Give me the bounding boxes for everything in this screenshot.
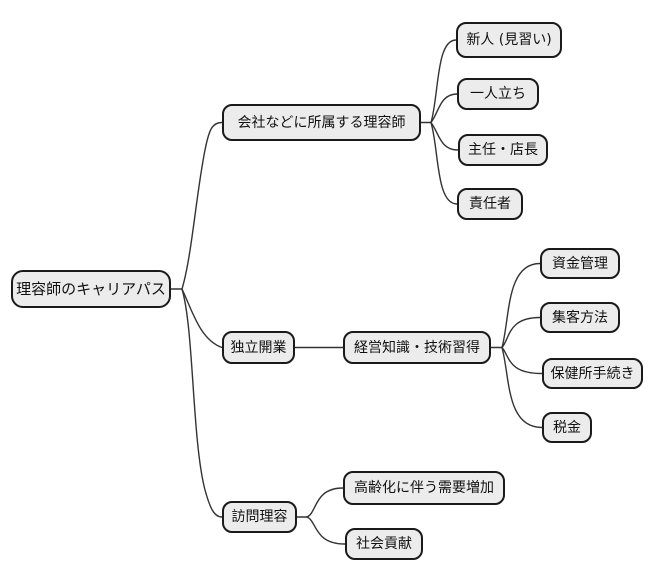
- node-management-knowledge-skills: 経営知識・技術習得: [343, 331, 491, 364]
- node-customer-attraction: 集客方法: [540, 302, 620, 333]
- node-person-in-charge: 責任者: [457, 188, 523, 220]
- edge-root-to-branch3: [181, 288, 223, 518]
- edge-branch3-to-social: [306, 516, 346, 545]
- node-social-contribution: 社会貢献: [345, 528, 423, 560]
- node-newcomer-apprentice: 新人 (見習い): [456, 22, 562, 58]
- node-chief-store-manager: 主任・店長: [458, 134, 548, 166]
- edge-management-to-healthoffice: [501, 346, 543, 375]
- node-visiting-barber: 訪問理容: [222, 501, 297, 533]
- node-health-office-procedures: 保健所手続き: [542, 358, 643, 389]
- edge-branch1-to-chief: [430, 121, 459, 151]
- edge-branch1-to-newcomer: [430, 39, 457, 124]
- edge-branch3-to-aging: [306, 487, 344, 518]
- node-tax: 税金: [542, 412, 592, 443]
- edge-root-to-branch1: [181, 121, 223, 290]
- edge-management-to-funds: [501, 262, 541, 349]
- node-independent-opening: 独立開業: [222, 331, 295, 364]
- node-aging-demand-increase: 高齢化に伴う需要増加: [343, 471, 505, 505]
- edge-management-to-customers: [501, 316, 541, 349]
- edge-root-to-branch2: [181, 288, 223, 349]
- node-salon-employed-barber: 会社などに所属する理容師: [222, 104, 421, 141]
- edge-management-to-tax: [501, 346, 543, 429]
- node-fund-management: 資金管理: [540, 248, 620, 279]
- edge-branch1-to-responsible: [430, 121, 458, 205]
- node-root-career-path: 理容師のキャリアパス: [11, 270, 171, 308]
- edge-branch1-to-standalone: [430, 93, 458, 124]
- node-standing-alone: 一人立ち: [457, 78, 539, 110]
